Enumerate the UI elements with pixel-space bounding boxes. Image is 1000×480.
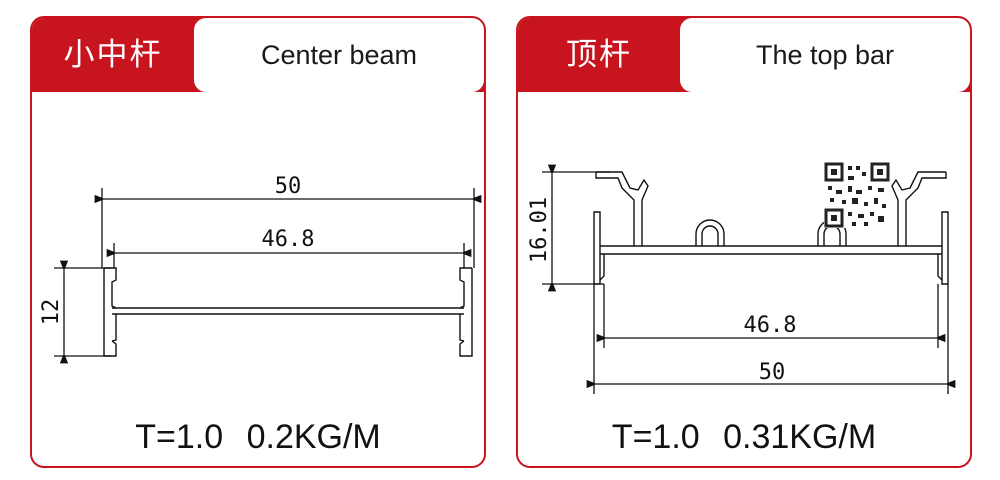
card-header: 顶杆 The top bar <box>518 18 970 92</box>
header-label-box: Center beam <box>194 18 484 92</box>
header-title-en: The top bar <box>755 40 895 70</box>
center-beam-profile-drawing: 50 46.8 12 <box>39 174 482 364</box>
dimension-label-height: 12 <box>39 299 64 326</box>
dimension-label-inner-width: 46.8 <box>262 227 315 252</box>
header-title-en: Center beam <box>260 40 418 70</box>
spec-text: T=1.0 0.2KG/M <box>135 418 381 456</box>
dimension-label-overall-width: 50 <box>759 360 786 385</box>
dimension-label-overall-width: 50 <box>275 174 302 199</box>
spec-text: T=1.0 0.31KG/M <box>611 418 877 456</box>
header-title-cn: 小中杆 <box>63 37 163 73</box>
qr-code-icon <box>824 162 890 228</box>
card-header: 小中杆 Center beam <box>32 18 484 92</box>
top-bar-card: 顶杆 The top bar <box>516 16 972 468</box>
top-bar-profile-drawing: 46.8 50 16.01 <box>527 162 956 394</box>
dimension-label-height: 16.01 <box>527 197 552 263</box>
dimension-label-inner-width: 46.8 <box>744 313 797 338</box>
center-beam-card: 小中杆 Center beam <box>30 16 486 468</box>
header-label-box: The top bar <box>680 18 970 92</box>
header-title-cn: 顶杆 <box>566 37 632 73</box>
top-bar-profile <box>593 171 949 285</box>
center-beam-profile <box>103 267 473 357</box>
